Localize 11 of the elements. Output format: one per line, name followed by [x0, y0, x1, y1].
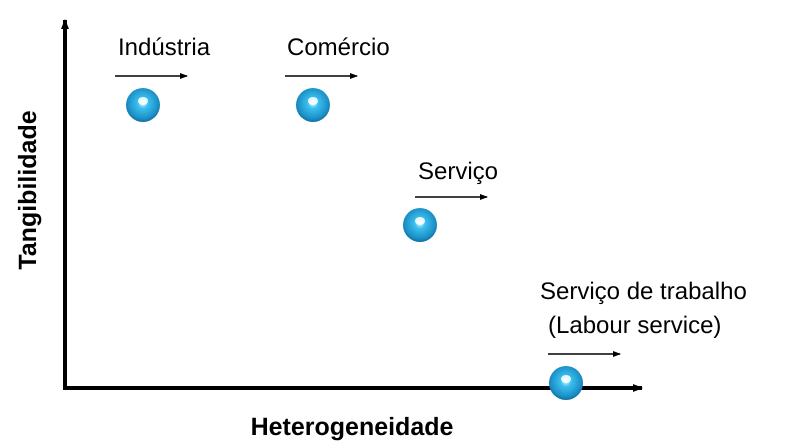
- point-label: Indústria: [118, 34, 210, 62]
- x-axis-title: Heterogeneidade: [250, 413, 454, 441]
- sphere-marker: [402, 207, 438, 243]
- translation-label: (Labour service): [548, 312, 722, 340]
- point-label: Comércio: [287, 34, 390, 62]
- point-label: Serviço: [418, 158, 498, 186]
- sphere-marker: [295, 87, 331, 123]
- y-axis-title: Tangibilidade: [14, 110, 42, 270]
- point-label: Serviço de trabalho: [540, 278, 747, 306]
- sphere-marker: [125, 87, 161, 123]
- sphere-marker: [548, 365, 584, 401]
